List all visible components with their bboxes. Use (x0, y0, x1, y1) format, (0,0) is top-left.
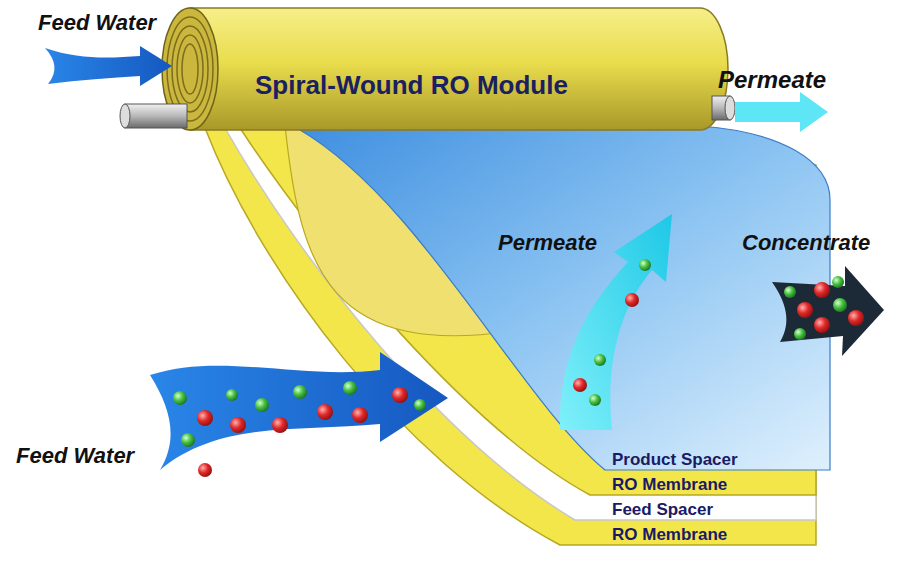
permeate-label: Permeate (498, 230, 597, 256)
layer-label: Feed Spacer (612, 500, 713, 520)
module-body: Spiral-Wound RO Module (255, 70, 568, 101)
module-title: Spiral-Wound RO Module (255, 70, 568, 101)
feed-label: Feed Water (16, 443, 134, 469)
layer-label: Product Spacer (612, 450, 738, 470)
feed-label: Feed Water (38, 10, 156, 36)
concentrate-label: Concentrate (742, 230, 870, 256)
permeate-label: Permeate (718, 66, 826, 94)
layer-label: RO Membrane (612, 475, 727, 495)
layer-label: RO Membrane (612, 525, 727, 545)
